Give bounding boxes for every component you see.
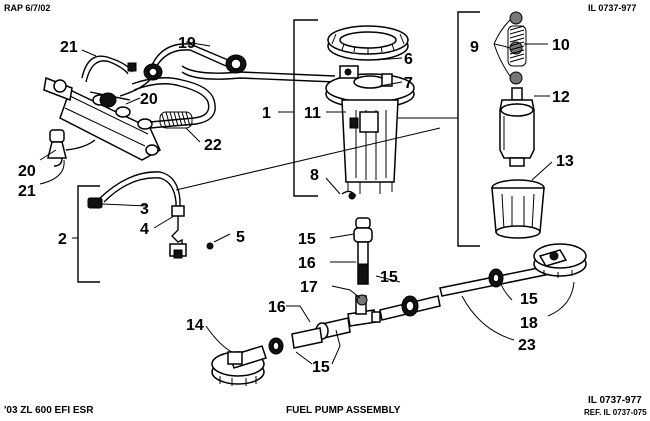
callout-16-vertical: 16 (298, 255, 316, 272)
callout-19: 19 (178, 35, 196, 52)
fuel-rail-assembly (43, 76, 161, 161)
header-right-code: IL 0737-977 (588, 3, 637, 13)
callout-21-bottom: 21 (18, 183, 36, 200)
callout-15-far-right: 15 (520, 291, 538, 308)
callout-2: 2 (58, 231, 67, 248)
callout-15-vertical: 15 (298, 231, 316, 248)
callout-8: 8 (310, 167, 319, 184)
pump-internals (491, 11, 545, 239)
bracket-2 (77, 185, 100, 283)
footer-model: '03 ZL 600 EFI ESR (4, 405, 94, 416)
callout-13: 13 (556, 153, 574, 170)
footer-title: FUEL PUMP ASSEMBLY (286, 405, 401, 416)
clamp-20-top (99, 92, 117, 108)
callout-10: 10 (552, 37, 570, 54)
callout-16-bottom: 16 (268, 299, 286, 316)
callout-1: 1 (262, 105, 271, 122)
callout-18: 18 (520, 315, 538, 332)
pickup-filter-18 (533, 243, 587, 278)
callout-15-bottom: 15 (312, 359, 330, 376)
callout-9: 9 (470, 39, 479, 56)
callout-6: 6 (404, 51, 413, 68)
hose-clamps (127, 54, 247, 81)
callout-12: 12 (552, 89, 570, 106)
callout-5: 5 (236, 229, 245, 246)
footer-ref: REF. IL 0737-075 (584, 408, 647, 417)
callout-17: 17 (300, 279, 318, 296)
fuel-pump-module (325, 25, 415, 200)
callout-15-right: 15 (380, 269, 398, 286)
leader-lines (39, 19, 575, 365)
return-hose-22 (131, 77, 216, 129)
bracket-1 (293, 19, 318, 197)
wiring-harness-2 (87, 171, 214, 259)
callout-7: 7 (404, 75, 413, 92)
hose-15-16-left (268, 317, 351, 355)
tee-fitting-17 (347, 294, 381, 327)
callout-20-top: 20 (140, 91, 158, 108)
callout-3: 3 (140, 201, 149, 218)
callout-23: 23 (518, 337, 536, 354)
callout-numbers: 21 19 20 22 20 21 3 4 5 2 1 6 7 11 8 9 1… (18, 35, 574, 376)
callout-21-top: 21 (60, 39, 78, 56)
hose-15-right (379, 295, 441, 321)
pickup-tube (353, 217, 373, 285)
footer-right-code: IL 0737-977 (588, 395, 642, 406)
callout-20-bottom: 20 (18, 163, 36, 180)
callout-11: 11 (304, 105, 321, 122)
hose-21-bottom (53, 157, 63, 167)
hose-21 (81, 55, 133, 83)
callout-14: 14 (186, 317, 204, 334)
callout-22: 22 (204, 137, 222, 154)
header-left-code: RAP 6/7/02 (4, 3, 51, 13)
pickup-filter-14 (211, 345, 267, 386)
callout-4: 4 (140, 221, 149, 238)
bracket-right (457, 11, 480, 247)
